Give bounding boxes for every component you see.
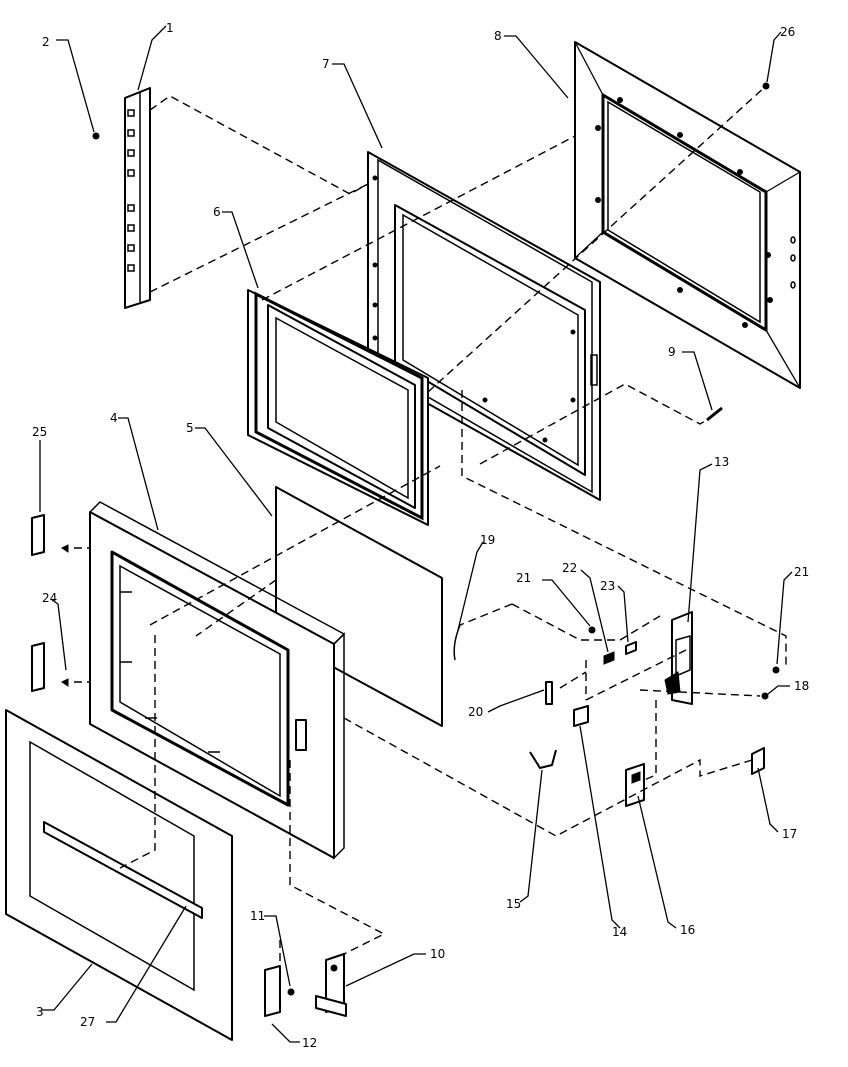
part-8-outer-panel [574, 41, 801, 389]
callout-11: 11 [250, 909, 265, 923]
part-13-latch-body [664, 611, 693, 705]
part-20-pin [545, 681, 553, 705]
callout-18: 18 [794, 679, 809, 693]
part-11-screw [287, 988, 295, 996]
part-15-lever [529, 749, 557, 770]
part-3-outer-cover [5, 709, 233, 1041]
part-14-block [573, 705, 589, 727]
part-5-glass-sheet [275, 486, 443, 727]
callout-27: 27 [80, 1015, 95, 1029]
callout-25: 25 [32, 425, 47, 439]
part-21-screw-left [588, 626, 596, 634]
part-19-spring [453, 624, 461, 661]
callout-24: 24 [42, 591, 57, 605]
part-27-trim-strip [43, 821, 203, 919]
part-17-clip [751, 747, 765, 775]
part-7-inner-frame [367, 151, 601, 501]
callout-12: 12 [302, 1036, 317, 1050]
part-10-hinge-bracket [315, 953, 347, 1017]
callout-10: 10 [430, 947, 445, 961]
callout-leaders [39, 25, 793, 1043]
callout-8: 8 [494, 29, 502, 43]
part-6-window-frame [247, 289, 429, 526]
callout-21-right: 21 [794, 565, 809, 579]
callout-6: 6 [213, 205, 221, 219]
callout-26: 26 [780, 25, 795, 39]
callout-5: 5 [186, 421, 194, 435]
callout-13: 13 [714, 455, 729, 469]
part-21-screw-right [772, 666, 780, 674]
part-2-screw [92, 132, 100, 140]
callout-14: 14 [612, 925, 627, 939]
part-18-screw [761, 692, 769, 700]
callout-labels: 1 2 3 4 5 6 7 8 9 10 11 12 13 14 15 16 1… [32, 21, 809, 1050]
callout-17: 17 [782, 827, 797, 841]
assembly-dashed-lines [74, 85, 787, 966]
part-12-plate [264, 965, 281, 1017]
callout-4: 4 [110, 411, 118, 425]
part-22-washer [603, 651, 615, 665]
callout-16: 16 [680, 923, 695, 937]
callout-19: 19 [480, 533, 495, 547]
part-4-outer-door [88, 501, 346, 860]
part-23-clip [625, 641, 637, 655]
callout-7: 7 [322, 57, 330, 71]
part-25-spacer [31, 514, 69, 556]
part-9-pin [706, 406, 723, 422]
part-16-bracket [625, 763, 645, 807]
callout-2: 2 [42, 35, 50, 49]
part-24-spacer [31, 642, 69, 692]
callout-15: 15 [506, 897, 521, 911]
callout-1: 1 [166, 21, 174, 35]
callout-9: 9 [668, 345, 676, 359]
callout-3: 3 [36, 1005, 44, 1019]
callout-22: 22 [562, 561, 577, 575]
part-1-hinge-strip [124, 87, 151, 309]
callout-21-left: 21 [516, 571, 531, 585]
callout-20: 20 [468, 705, 483, 719]
callout-23: 23 [600, 579, 615, 593]
